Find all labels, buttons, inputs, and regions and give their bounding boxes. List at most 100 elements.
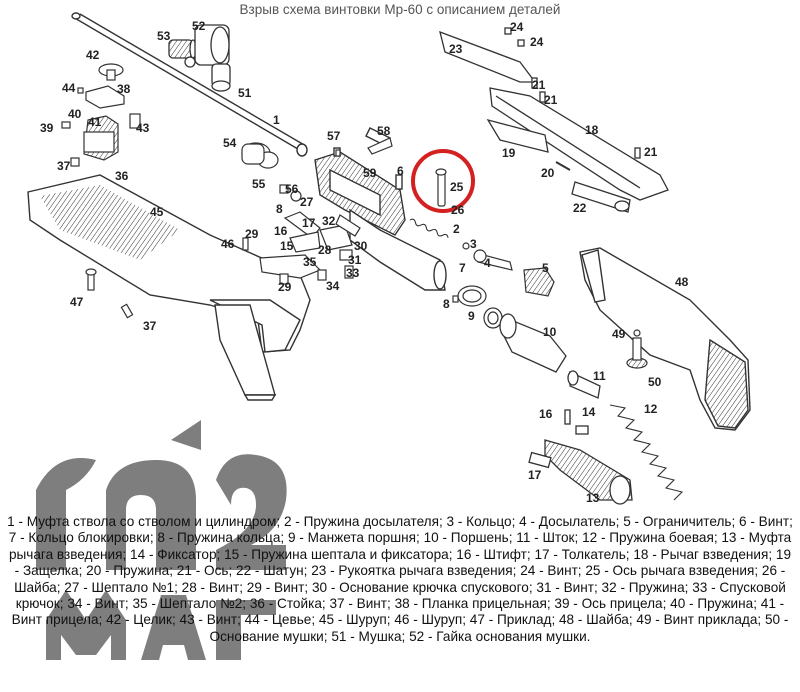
legend-item: 32 - Пружина; (601, 579, 693, 595)
part-screws-left (85, 237, 249, 319)
svg-text:26: 26 (451, 203, 465, 217)
svg-text:8: 8 (276, 202, 283, 216)
svg-text:59: 59 (363, 166, 377, 180)
legend-item: 49 - Винт приклада; (636, 612, 765, 628)
legend-item: 3 - Кольцо; (446, 514, 520, 529)
legend-item: 18 - Рычаг взведения; (633, 546, 776, 562)
svg-text:15: 15 (280, 239, 294, 253)
part-labels: 1 2 3 4 5 6 7 8 8 9 10 11 12 13 14 15 16… (40, 19, 689, 505)
svg-text:21: 21 (532, 78, 546, 92)
part-stock (579, 247, 751, 431)
svg-text:33: 33 (346, 266, 360, 280)
svg-text:13: 13 (586, 491, 600, 505)
legend-item: 12 - Пружина боевая; (582, 530, 722, 546)
svg-text:18: 18 (585, 123, 599, 137)
svg-text:10: 10 (543, 325, 557, 339)
part-receiver (314, 127, 447, 291)
svg-text:16: 16 (539, 407, 553, 421)
svg-text:43: 43 (136, 121, 150, 135)
legend-item: 37 - Винт; (329, 596, 395, 612)
legend-item: 15 - Пружина шептала и фиксатора; (224, 546, 457, 562)
legend-item: 44 - Цевье; (244, 612, 319, 628)
legend-item: 52 - Гайка основания мушки. (409, 628, 591, 644)
svg-text:20: 20 (541, 166, 555, 180)
legend-item: 2 - Пружина досылателя; (283, 514, 447, 529)
legend-item: 46 - Шуруп; (394, 612, 470, 628)
part-front-sight (168, 24, 231, 92)
svg-text:35: 35 (303, 255, 317, 269)
legend-item: 5 - Ограничитель; (623, 514, 740, 529)
svg-text:17: 17 (302, 216, 316, 230)
legend-item: 28 - Винт; (181, 579, 247, 595)
part-misc-small (241, 137, 393, 202)
part-pivot-pin (435, 168, 447, 207)
part-stock-screw (626, 329, 648, 369)
legend-item: 10 - Поршень; (423, 530, 517, 546)
legend-item: 33 - Спусковой крючок; (15, 579, 786, 612)
part-barrel (71, 12, 308, 157)
svg-text:41: 41 (88, 115, 102, 129)
legend-item: 21 - Ось; (176, 563, 237, 579)
svg-text:21: 21 (644, 145, 658, 159)
svg-text:48: 48 (675, 275, 689, 289)
legend-item: 22 - Шатун; (236, 563, 312, 579)
svg-text:50: 50 (648, 375, 662, 389)
svg-text:46: 46 (221, 237, 235, 251)
highlight-circle (411, 149, 475, 213)
legend-item: 14 - Фиксатор; (130, 546, 225, 562)
svg-text:45: 45 (150, 205, 164, 219)
legend-item: 50 - Основание мушки; (209, 612, 789, 644)
legend-item: 4 - Досылатель; (519, 514, 624, 529)
diagram-title: Взрыв схема винтовки Мр-60 с описанием д… (239, 2, 561, 17)
legend-item: 9 - Манжета поршня; (287, 530, 424, 546)
legend-item: 1 - Муфта ствола со стволом и цилиндром; (7, 514, 284, 529)
svg-text:51: 51 (238, 86, 252, 100)
svg-text:40: 40 (68, 107, 82, 121)
part-cocking-sleeve (528, 409, 633, 505)
svg-text:42: 42 (86, 48, 100, 62)
legend-item: 38 - Планка прицельная; (394, 596, 555, 612)
legend-item: 6 - Винт; (739, 514, 793, 529)
svg-text:55: 55 (252, 177, 266, 191)
svg-text:54: 54 (223, 136, 237, 150)
legend-item: 13 - Муфта рычага взведения; (8, 530, 792, 562)
svg-text:37: 37 (57, 159, 71, 173)
svg-text:19: 19 (502, 146, 516, 160)
svg-text:25: 25 (450, 180, 464, 194)
svg-text:1: 1 (273, 113, 280, 127)
svg-text:28: 28 (318, 243, 332, 257)
svg-text:52: 52 (192, 19, 206, 33)
svg-text:6: 6 (397, 164, 404, 178)
legend-item: 8 - Пружина кольца; (157, 530, 288, 546)
legend-item: 35 - Шептало №2; (132, 596, 250, 612)
part-spring-2 (409, 218, 449, 238)
svg-text:9: 9 (468, 309, 475, 323)
legend-item: 40 - Пружина; (670, 596, 761, 612)
svg-text:39: 39 (40, 121, 54, 135)
legend-item: 16 - Штифт; (456, 546, 535, 562)
legend-item: 43 - Винт; (179, 612, 245, 628)
svg-text:58: 58 (377, 124, 391, 138)
svg-text:14: 14 (582, 405, 596, 419)
svg-text:24: 24 (510, 20, 524, 34)
legend-item: 42 - Целик; (106, 612, 180, 628)
svg-text:56: 56 (285, 182, 299, 196)
svg-text:24: 24 (530, 35, 544, 49)
legend-item: 48 - Шайба; (559, 612, 637, 628)
svg-text:44: 44 (62, 81, 76, 95)
legend-item: 30 - Основание крючка спускового; (311, 579, 537, 595)
parts-legend: 1 - Муфта ствола со стволом и цилиндром;… (6, 514, 794, 645)
svg-text:29: 29 (245, 227, 259, 241)
svg-text:34: 34 (326, 279, 340, 293)
part-forearm (27, 174, 311, 401)
part-main-spring (609, 404, 684, 501)
svg-text:27: 27 (300, 195, 314, 209)
legend-item: 17 - Толкатель; (534, 546, 634, 562)
legend-item: 7 - Кольцо блокировки; (8, 530, 158, 546)
legend-item: 26 - Шайба; (14, 563, 786, 595)
legend-item: 27 - Шептало №1; (64, 579, 182, 595)
svg-text:23: 23 (449, 42, 463, 56)
svg-text:2: 2 (453, 222, 460, 236)
svg-text:38: 38 (117, 82, 131, 96)
svg-text:8: 8 (443, 297, 450, 311)
